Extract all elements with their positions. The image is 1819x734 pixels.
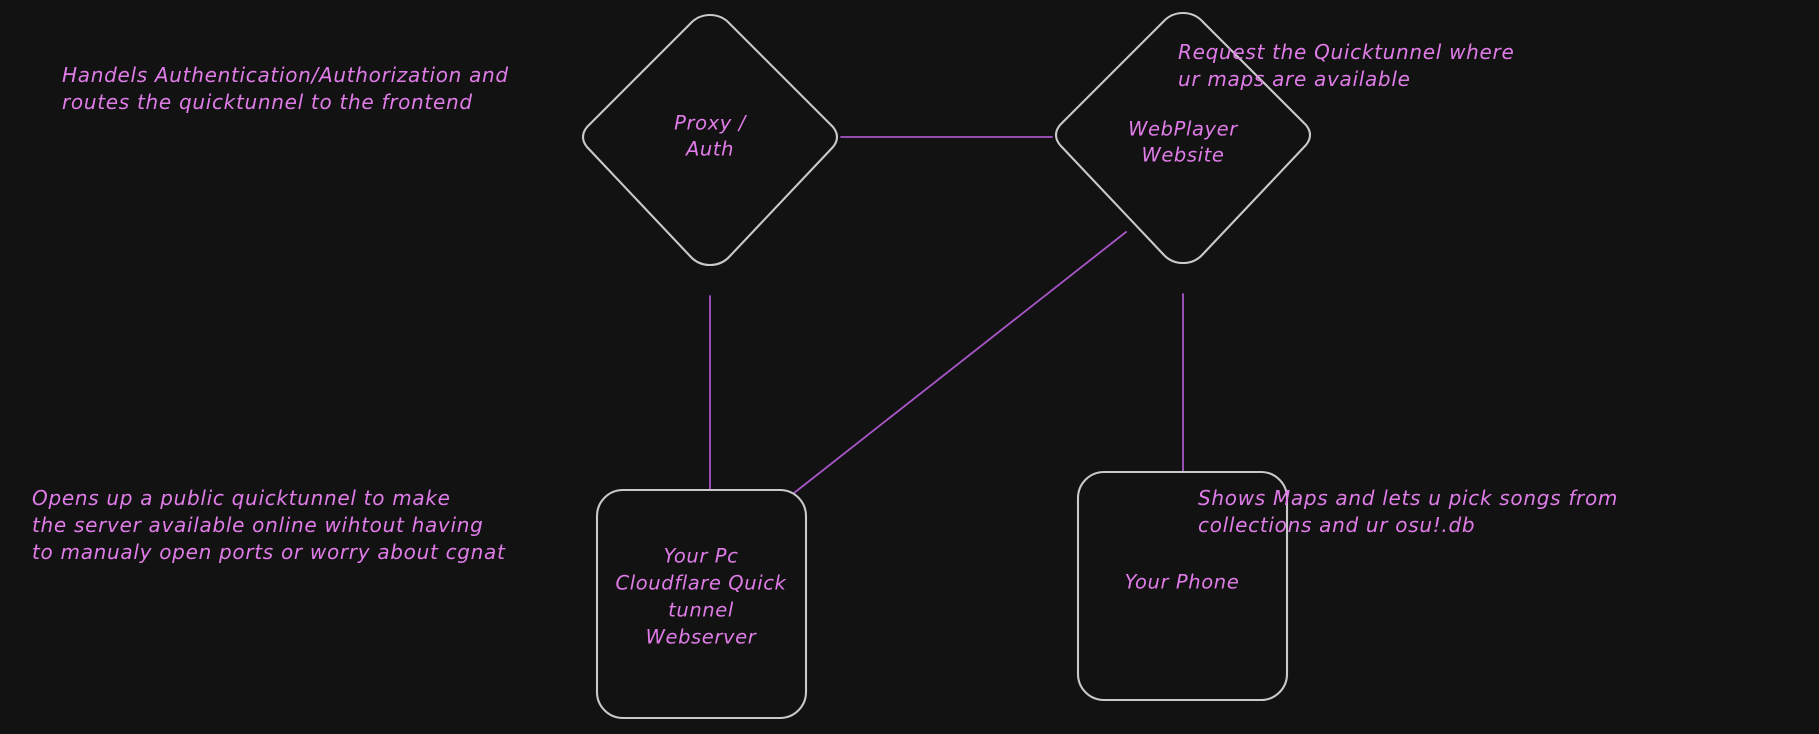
webplayer-website-diamond-shape xyxy=(1054,11,1312,265)
edge-layer xyxy=(709,136,1184,494)
node-your-pc[interactable]: Your Pc Cloudflare Quick tunnel Webserve… xyxy=(595,488,808,720)
your-pc-label-line-3: tunnel xyxy=(668,599,734,622)
node-your-phone[interactable]: Your Phone xyxy=(1076,470,1289,702)
edge-your-pc-to-webplayer[interactable] xyxy=(793,231,1127,494)
your-phone-label: Your Phone xyxy=(1125,571,1240,594)
proxy-auth-label-line-1: Proxy / xyxy=(674,112,748,135)
proxy-auth-diamond-shape xyxy=(581,13,839,267)
your-pc-label-line-2: Cloudflare Quick xyxy=(616,572,787,595)
node-proxy-auth[interactable]: Proxy / Auth xyxy=(581,13,839,267)
your-pc-label-line-1: Your Pc xyxy=(664,545,739,568)
your-pc-rect-shape xyxy=(595,488,808,720)
your-phone-rect-shape xyxy=(1076,470,1289,702)
webplayer-website-label-line-2: Website xyxy=(1141,144,1224,167)
webplayer-website-label-line-1: WebPlayer xyxy=(1128,118,1239,141)
node-webplayer-website[interactable]: WebPlayer Website xyxy=(1054,11,1312,265)
your-pc-label-line-4: Webserver xyxy=(646,626,758,649)
proxy-auth-label-line-2: Auth xyxy=(684,138,734,161)
